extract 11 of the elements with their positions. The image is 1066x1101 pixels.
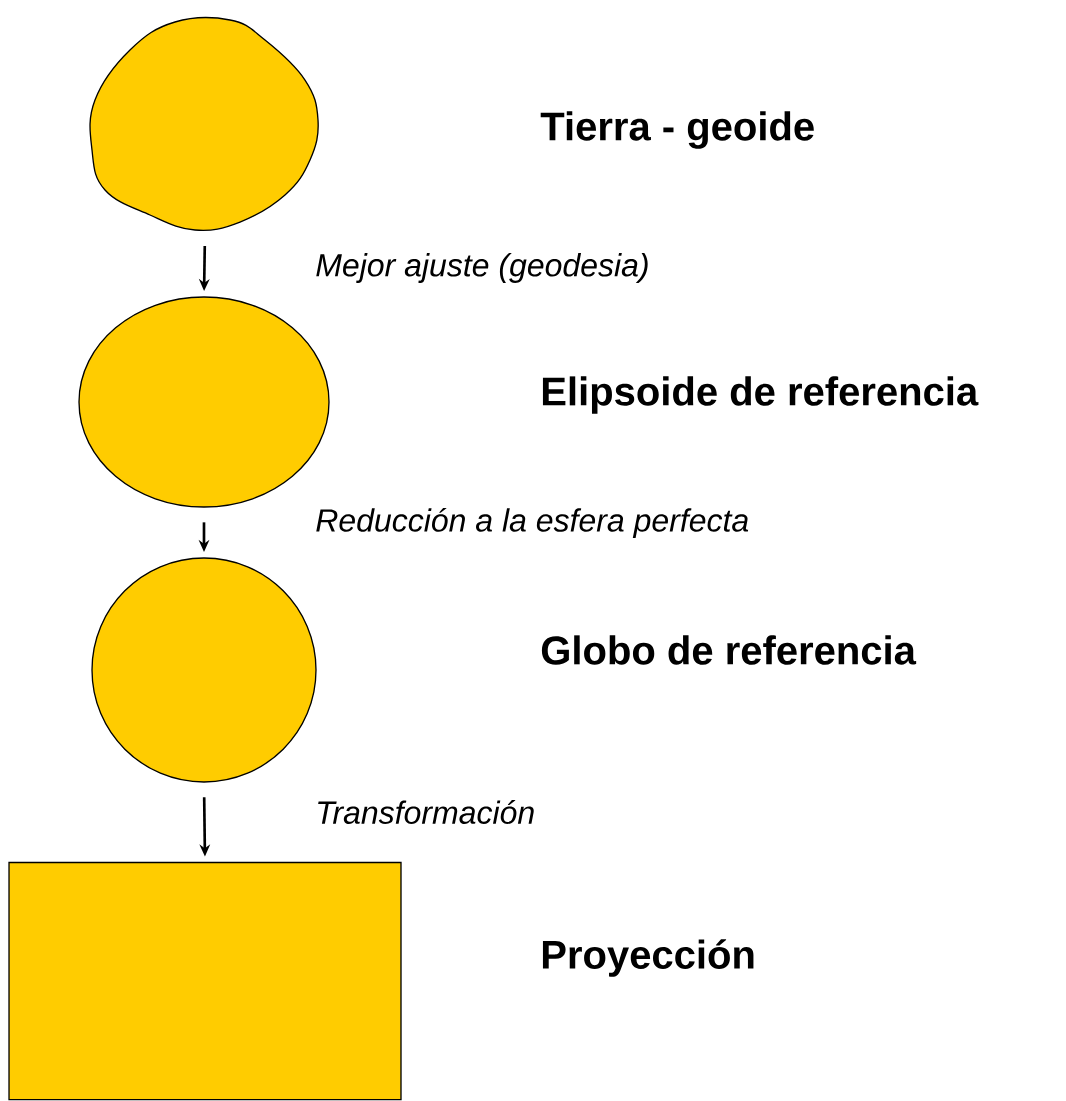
geoid-shape xyxy=(89,16,319,232)
rectangle-shape xyxy=(8,861,402,1101)
shape-caption: Tierra - geoide xyxy=(540,111,814,149)
circle-shape xyxy=(91,557,317,783)
edge-label: Transformación xyxy=(318,800,534,824)
shape-caption: Elipsoide de referencia xyxy=(542,376,979,414)
shape-caption: Globo de referencia xyxy=(541,635,917,665)
edge-label: Reducción a la esfera perfecta xyxy=(316,507,749,539)
ellipse-shape xyxy=(78,296,330,508)
edge-label: Mejor ajuste (geodesia) xyxy=(316,253,648,283)
shape-caption: Proyección xyxy=(542,939,754,977)
